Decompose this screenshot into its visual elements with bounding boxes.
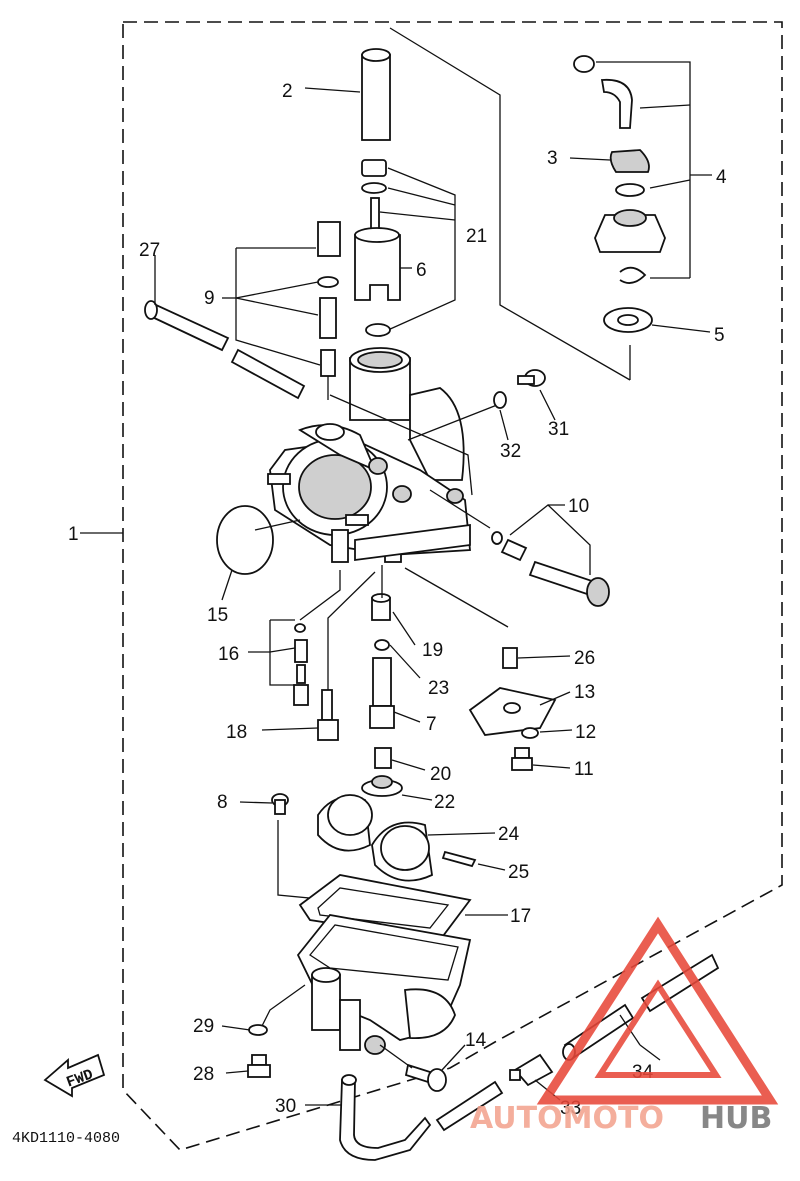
- part-20-main-jet: [374, 747, 392, 769]
- part-15-gasket: [216, 505, 274, 575]
- label-2: 2: [282, 81, 293, 102]
- label-30: 30: [275, 1096, 296, 1117]
- label-14: 14: [465, 1030, 487, 1051]
- label-22: 22: [434, 792, 455, 813]
- assembly-boundary: [122, 21, 783, 1151]
- part-31-screw: [517, 369, 546, 387]
- float-bowl: [296, 914, 472, 1055]
- part-32-o-ring: [493, 391, 507, 409]
- label-8: 8: [217, 792, 228, 813]
- part-21-needle-set: [361, 159, 387, 240]
- part-23-o-ring: [374, 639, 390, 651]
- label-16: 16: [218, 644, 239, 665]
- label-28: 28: [193, 1064, 214, 1085]
- part-14-screw: [404, 1063, 447, 1092]
- part-25-pin: [441, 850, 477, 868]
- part-12-washer: [521, 727, 539, 739]
- label-4: 4: [716, 167, 727, 188]
- part-18-starter-jet: [317, 689, 339, 741]
- part-24-float: [317, 794, 433, 882]
- label-6: 6: [416, 260, 427, 281]
- label-20: 20: [430, 764, 451, 785]
- watermark-text-hub: HUB: [700, 1101, 772, 1136]
- label-17: 17: [510, 906, 531, 927]
- diagram-code: 4KD1110-4080: [12, 1130, 120, 1147]
- part-6-throttle-slide: [354, 227, 401, 301]
- part-11-screw: [511, 747, 533, 771]
- part-16-plunger-set: [293, 623, 309, 706]
- label-21: 21: [466, 226, 487, 247]
- label-26: 26: [574, 648, 595, 669]
- label-29: 29: [193, 1016, 214, 1037]
- part-29-o-ring: [248, 1024, 268, 1036]
- part-10-throttle-stop-screw: [491, 531, 610, 607]
- label-3: 3: [547, 148, 558, 169]
- watermark-text-main: AUTOMOTO: [470, 1101, 664, 1136]
- label-9: 9: [204, 288, 215, 309]
- part-30-drain-hose: [339, 1074, 504, 1161]
- label-23: 23: [428, 678, 449, 699]
- label-10: 10: [568, 496, 589, 517]
- label-32: 32: [500, 441, 521, 462]
- carburetor-body: [267, 347, 471, 563]
- watermark-logo: AUTOMOTO HUB: [470, 916, 779, 1136]
- label-12: 12: [575, 722, 596, 743]
- o-ring: [365, 323, 391, 337]
- part-33-fitting: [509, 1053, 554, 1087]
- label-13: 13: [574, 682, 595, 703]
- part-19-needle-jet-holder: [371, 593, 391, 621]
- part-22-washer: [361, 775, 403, 797]
- label-11: 11: [574, 759, 594, 780]
- part-8-float-pin: [271, 793, 289, 815]
- label-18: 18: [226, 722, 247, 743]
- part-4-cap-assembly: [573, 55, 666, 284]
- label-1: 1: [68, 524, 79, 545]
- part-9-pilot-screw-set: [317, 221, 341, 400]
- part-2-slide-guide: [361, 48, 391, 141]
- label-19: 19: [422, 640, 443, 661]
- label-15: 15: [207, 605, 228, 626]
- label-5: 5: [714, 325, 725, 346]
- label-7: 7: [426, 714, 437, 735]
- part-28-drain-screw: [247, 1054, 271, 1078]
- label-31: 31: [548, 419, 569, 440]
- part-27-vent-tube: [144, 300, 306, 400]
- label-27: 27: [139, 240, 160, 261]
- label-25: 25: [508, 862, 529, 883]
- fwd-arrow-icon: FWD: [43, 1053, 106, 1098]
- label-24: 24: [498, 824, 520, 845]
- part-7-emulsion-tube: [369, 657, 395, 729]
- part-26-fitting: [502, 647, 518, 669]
